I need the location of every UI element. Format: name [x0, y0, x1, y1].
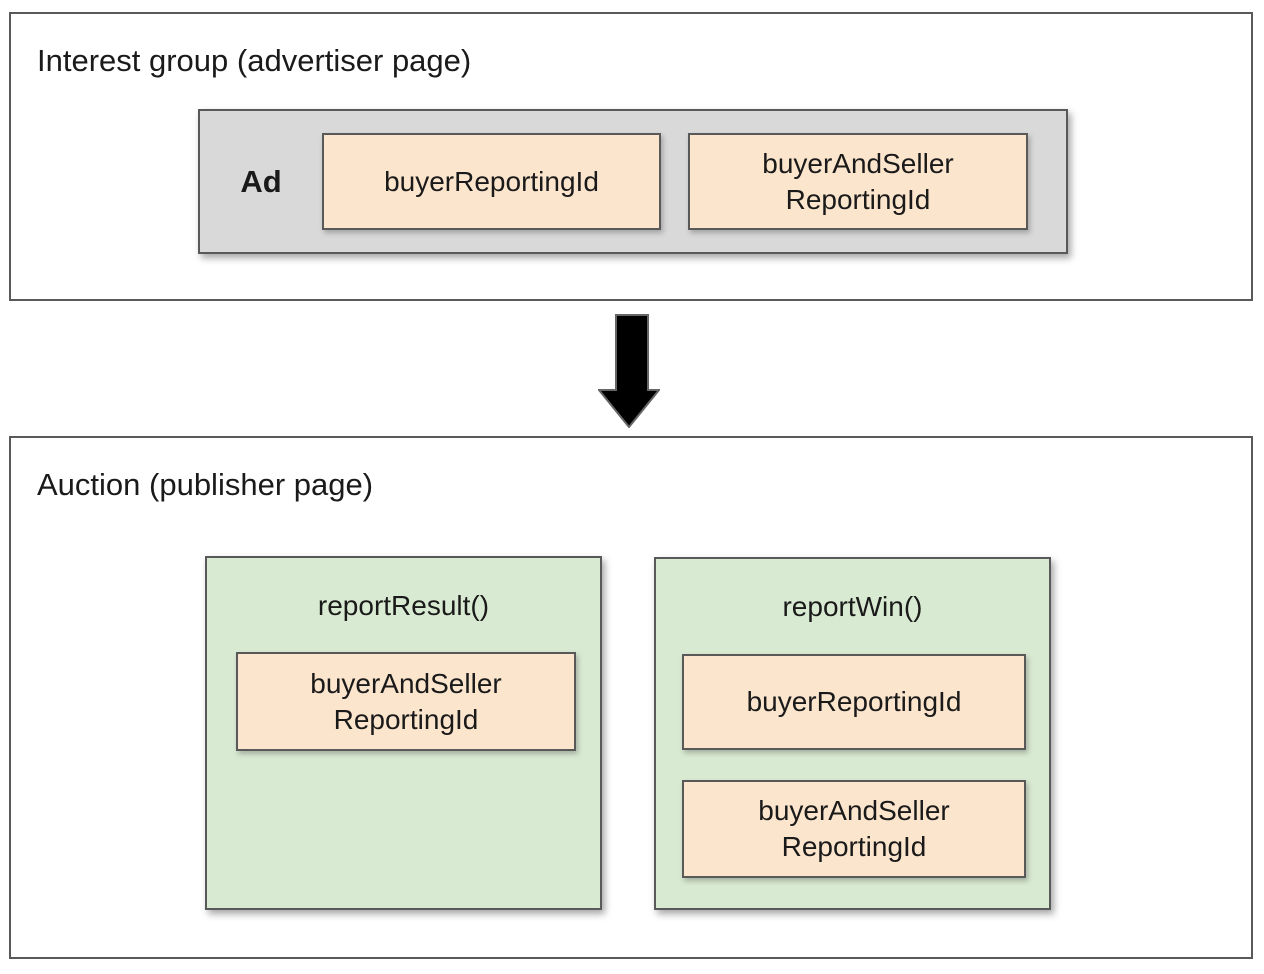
- report-result-box: reportResult() buyerAndSeller ReportingI…: [205, 556, 602, 910]
- buyer-and-seller-reporting-id-label: buyerAndSeller ReportingId: [310, 667, 502, 735]
- buyer-and-seller-reporting-id-label: buyerAndSeller ReportingId: [762, 147, 954, 215]
- report-result-title: reportResult(): [317, 590, 490, 621]
- buyer-and-seller-reporting-id-box: buyerAndSeller ReportingId: [236, 652, 576, 751]
- ad-label: Ad: [240, 163, 282, 199]
- report-win-box: reportWin() buyerReportingId buyerAndSel…: [654, 557, 1051, 910]
- auction-title: Auction (publisher page): [37, 467, 374, 502]
- buyer-and-seller-reporting-id-label: buyerAndSeller ReportingId: [758, 795, 950, 862]
- down-arrow-icon: [598, 314, 660, 428]
- ad-box: Ad buyerReportingId buyerAndSeller Repor…: [198, 109, 1068, 254]
- buyer-reporting-id-label: buyerReportingId: [746, 686, 962, 717]
- interest-group-title: Interest group (advertiser page): [37, 43, 472, 78]
- buyer-reporting-id-label: buyerReportingId: [384, 165, 599, 197]
- report-win-title: reportWin(): [782, 591, 923, 622]
- buyer-reporting-id-box: buyerReportingId: [322, 133, 661, 230]
- buyer-and-seller-reporting-id-box: buyerAndSeller ReportingId: [682, 780, 1026, 878]
- auction-section: Auction (publisher page) reportResult() …: [9, 436, 1253, 959]
- interest-group-section: Interest group (advertiser page) Ad buye…: [9, 12, 1253, 301]
- buyer-reporting-id-box: buyerReportingId: [682, 654, 1026, 750]
- buyer-and-seller-reporting-id-box: buyerAndSeller ReportingId: [688, 133, 1028, 230]
